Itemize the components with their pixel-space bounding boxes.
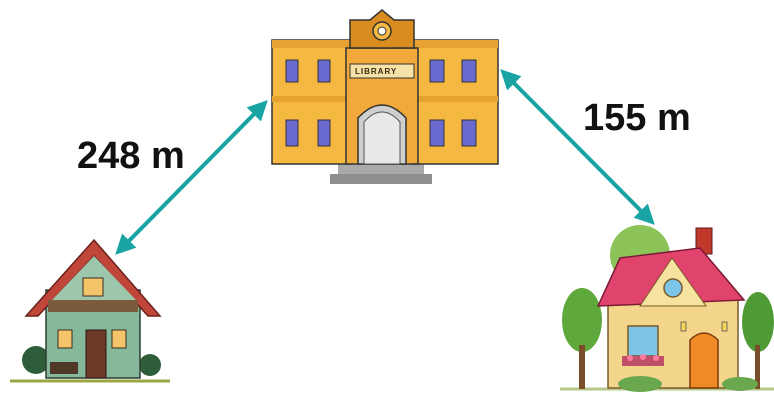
left-house-icon [10, 240, 170, 381]
distance-arrow-left [118, 103, 265, 252]
distance-label-right: 155 m [583, 97, 691, 139]
library-sign: LIBRARY [355, 67, 397, 76]
distance-arrow-right [503, 72, 652, 222]
distance-label-left: 248 m [77, 135, 185, 177]
right-house-icon [560, 225, 774, 392]
library-building-icon: LIBRARY [272, 10, 498, 184]
